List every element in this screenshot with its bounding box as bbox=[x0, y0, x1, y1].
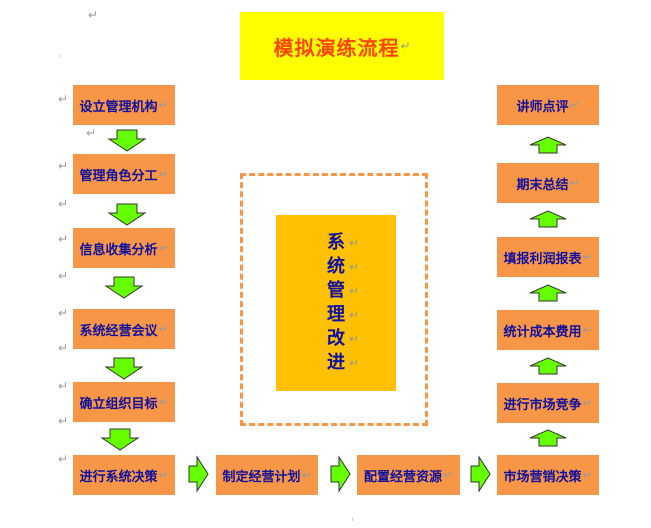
paragraph-mark: ↵ bbox=[58, 159, 69, 173]
paragraph-mark: ↵ bbox=[58, 341, 69, 355]
paragraph-mark: ⁱ bbox=[60, 53, 62, 62]
step-system-decision: 进行系统决策↵ bbox=[73, 455, 175, 495]
step-business-meeting: 系统经营会议↵ bbox=[73, 309, 175, 349]
paragraph-mark: ↵ bbox=[58, 452, 69, 466]
paragraph-mark: ↵ bbox=[58, 306, 69, 320]
step-label: 期末总结 bbox=[516, 177, 569, 193]
step-label: 讲师点评 bbox=[516, 99, 569, 115]
step-label: 确立组织目标 bbox=[79, 396, 158, 412]
step-label: 信息收集分析 bbox=[79, 242, 158, 258]
step-label: 设立管理机构 bbox=[79, 99, 158, 115]
step-label: 市场营销决策 bbox=[503, 469, 582, 485]
paragraph-mark: ↵ bbox=[301, 468, 312, 482]
arrow-up-icon bbox=[529, 357, 567, 375]
paragraph-mark: ↵ bbox=[158, 167, 169, 181]
paragraph-mark: ↵ bbox=[88, 8, 99, 22]
paragraph-mark: ↵ bbox=[400, 39, 411, 53]
center-char: 进 bbox=[327, 351, 359, 375]
arrow-down-icon bbox=[104, 276, 144, 299]
step-label: 系统经营会议 bbox=[79, 323, 158, 339]
step-set-goals: 确立组织目标↵ bbox=[73, 382, 175, 422]
paragraph-mark: ↵ bbox=[58, 197, 69, 211]
arrow-down-icon bbox=[107, 203, 147, 226]
step-profit-report: 填报利润报表↵ bbox=[497, 237, 599, 277]
step-market-competition: 进行市场竞争↵ bbox=[497, 383, 599, 423]
center-char: 管 bbox=[327, 279, 359, 303]
arrow-up-icon bbox=[529, 136, 567, 154]
arrow-down-icon bbox=[104, 357, 144, 380]
paragraph-mark: ↵ bbox=[58, 232, 69, 246]
paragraph-mark: ↵ bbox=[158, 322, 169, 336]
paragraph-mark: ↵ bbox=[158, 395, 169, 409]
center-char: 统 bbox=[327, 255, 359, 279]
center-char: 改 bbox=[327, 327, 359, 351]
paragraph-mark: ↵ bbox=[582, 396, 593, 410]
center-char: 系 bbox=[327, 231, 359, 255]
arrow-up-icon bbox=[529, 210, 567, 228]
step-label: 管理角色分工 bbox=[79, 168, 158, 184]
arrow-right-icon bbox=[188, 455, 209, 493]
step-label: 统计成本费用 bbox=[503, 324, 582, 340]
paragraph-mark: ↵ bbox=[569, 98, 580, 112]
paragraph-mark: ⁱ bbox=[352, 517, 354, 527]
step-set-up-management: 设立管理机构↵ bbox=[73, 85, 175, 125]
diagram-title: 模拟演练流程 bbox=[273, 35, 400, 60]
paragraph-mark: ↵ bbox=[582, 250, 593, 264]
arrow-right-icon bbox=[470, 455, 491, 493]
step-label: 进行市场竞争 bbox=[503, 397, 582, 413]
arrow-down-icon bbox=[100, 428, 140, 451]
step-assign-roles: 管理角色分工↵ bbox=[73, 154, 175, 194]
paragraph-mark: ↵ bbox=[58, 269, 69, 283]
paragraph-mark: ↵ bbox=[158, 468, 169, 482]
arrow-right-icon bbox=[330, 455, 351, 493]
paragraph-mark: ↵ bbox=[58, 92, 69, 106]
diagram-title-box: 模拟演练流程 ↵ bbox=[240, 12, 444, 80]
arrow-up-icon bbox=[529, 429, 567, 447]
step-marketing-decision: 市场营销决策↵ bbox=[497, 455, 599, 495]
paragraph-mark: ↵ bbox=[442, 468, 454, 482]
step-label: 配置经营资源 bbox=[363, 469, 442, 485]
step-label: 进行系统决策 bbox=[79, 469, 158, 485]
step-period-summary: 期末总结↵ bbox=[497, 163, 599, 203]
paragraph-mark: ↵ bbox=[582, 468, 593, 482]
center-dashed-frame bbox=[240, 173, 428, 426]
paragraph-mark: ↵ bbox=[58, 379, 69, 393]
paragraph-mark: ↵ bbox=[569, 176, 580, 190]
step-make-plan: 制定经营计划↵ bbox=[216, 455, 318, 495]
paragraph-mark: ↵ bbox=[582, 323, 593, 337]
step-label: 制定经营计划 bbox=[222, 469, 301, 485]
step-collect-information: 信息收集分析↵ bbox=[73, 228, 175, 268]
center-char: 理 bbox=[327, 303, 359, 327]
paragraph-mark: ↵ bbox=[58, 414, 69, 428]
paragraph-mark: ↵ bbox=[158, 98, 169, 112]
paragraph-mark: ↵ bbox=[86, 126, 97, 140]
paragraph-mark: ↵ bbox=[158, 241, 169, 255]
step-label: 填报利润报表 bbox=[503, 251, 582, 267]
center-label: 系 统 管 理 改 进 bbox=[327, 231, 359, 375]
step-cost-statistics: 统计成本费用↵ bbox=[497, 310, 599, 350]
step-instructor-review: 讲师点评↵ bbox=[497, 85, 599, 125]
arrow-down-icon bbox=[107, 129, 147, 152]
center-improvement-box: 系 统 管 理 改 进 bbox=[276, 215, 396, 391]
arrow-up-icon bbox=[529, 284, 567, 302]
step-allocate-resources: 配置经营资源↵ bbox=[357, 455, 460, 495]
